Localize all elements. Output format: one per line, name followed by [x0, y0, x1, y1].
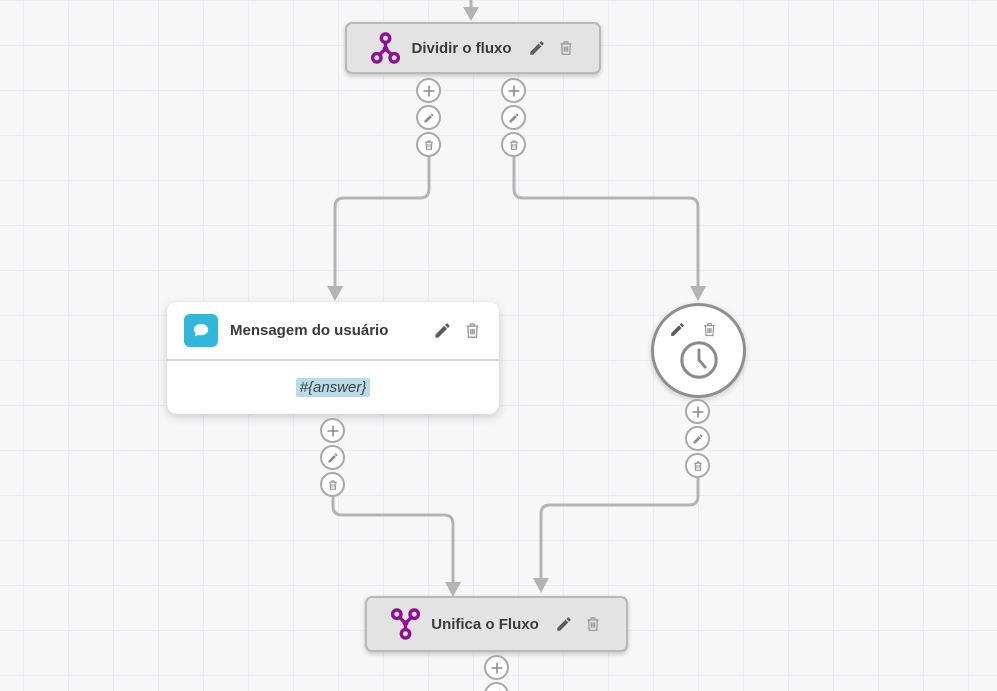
arrowhead	[445, 582, 461, 597]
merge-icon	[391, 608, 421, 640]
add-step-button[interactable]	[416, 78, 441, 103]
trash-icon	[424, 139, 433, 150]
edit-connector-button[interactable]	[501, 105, 526, 130]
pencil-icon[interactable]	[433, 321, 452, 340]
connector-controls-message	[320, 418, 345, 497]
connector-controls-merge	[484, 655, 509, 691]
delete-connector-button[interactable]	[501, 132, 526, 157]
plus-icon	[326, 424, 339, 437]
node-timer[interactable]	[651, 303, 746, 398]
trash-icon	[328, 479, 337, 490]
connector-controls-right	[501, 78, 526, 157]
card-header: Mensagem do usuário	[167, 302, 499, 361]
connector-split-right	[512, 153, 700, 288]
add-step-button[interactable]	[501, 78, 526, 103]
plus-icon	[691, 405, 704, 418]
edit-connector-button[interactable]	[416, 105, 441, 130]
node-title: Mensagem do usuário	[230, 322, 389, 339]
connector-controls-left	[416, 78, 441, 157]
node-title: Unifica o Fluxo	[431, 615, 539, 633]
edit-connector-button[interactable]	[320, 445, 345, 470]
trash-icon[interactable]	[701, 321, 718, 338]
arrowhead	[690, 286, 706, 301]
variable-chip[interactable]: #{answer}	[295, 377, 371, 397]
pencil-icon	[424, 112, 434, 122]
add-step-button[interactable]	[484, 655, 509, 680]
add-step-button[interactable]	[320, 418, 345, 443]
connector-merge-left	[331, 495, 455, 584]
trash-icon[interactable]	[463, 321, 482, 340]
edit-connector-button[interactable]	[484, 682, 509, 691]
plus-icon	[422, 84, 435, 97]
edit-connector-button[interactable]	[685, 426, 710, 451]
pencil-icon[interactable]	[555, 615, 573, 633]
arrowhead	[533, 578, 549, 593]
connector-merge-right	[539, 475, 700, 580]
delete-connector-button[interactable]	[685, 453, 710, 478]
connector-controls-timer	[685, 399, 710, 478]
node-user-message[interactable]: Mensagem do usuário #{answer}	[167, 302, 499, 414]
node-split-flow[interactable]: Dividir o fluxo	[345, 22, 601, 74]
connector-split-left	[333, 153, 431, 288]
clock-icon	[679, 341, 718, 379]
chat-bubble-icon	[184, 314, 218, 347]
delete-connector-button[interactable]	[416, 132, 441, 157]
arrowhead	[463, 7, 479, 21]
arrowhead	[327, 286, 343, 301]
node-merge-flow[interactable]: Unifica o Fluxo	[365, 596, 628, 652]
pencil-icon[interactable]	[669, 321, 686, 338]
trash-icon	[693, 460, 702, 471]
delete-connector-button[interactable]	[320, 472, 345, 497]
add-step-button[interactable]	[685, 399, 710, 424]
split-icon	[371, 32, 401, 64]
pencil-icon	[509, 112, 519, 122]
pencil-icon	[693, 433, 703, 443]
node-actions	[669, 321, 718, 338]
plus-icon	[490, 661, 503, 674]
pencil-icon	[328, 452, 338, 462]
trash-icon[interactable]	[557, 39, 575, 57]
pencil-icon[interactable]	[528, 39, 546, 57]
plus-icon	[507, 84, 520, 97]
trash-icon[interactable]	[584, 615, 602, 633]
card-body: #{answer}	[167, 361, 499, 413]
trash-icon	[509, 139, 518, 150]
node-title: Dividir o fluxo	[411, 39, 512, 57]
